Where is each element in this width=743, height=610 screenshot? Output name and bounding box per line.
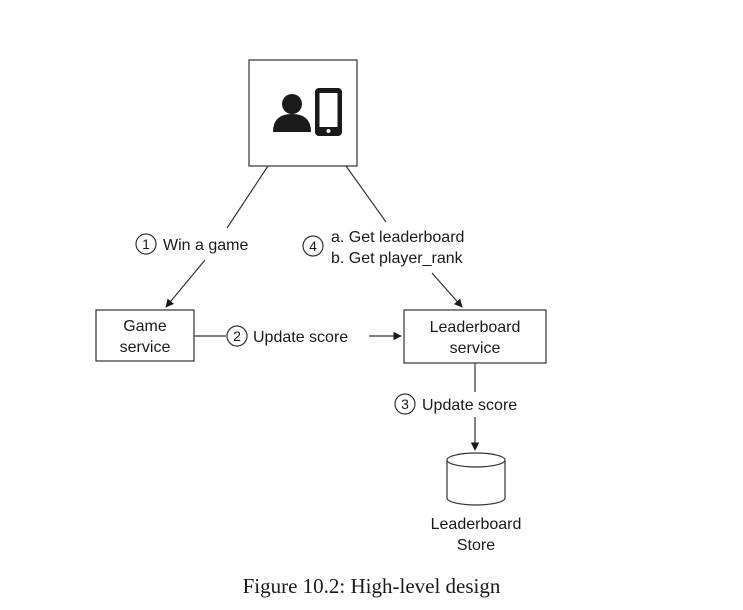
edge-update-score-service: 2 Update score: [194, 325, 402, 347]
step-2-number: 2: [233, 328, 241, 344]
high-level-design-diagram: Game service Leaderboard service Leaderb…: [95, 59, 547, 554]
edge-get-leaderboard: 4 a. Get leaderboard b. Get player_rank: [302, 165, 464, 308]
step-1-circle: [135, 233, 157, 255]
client-node: [248, 59, 358, 167]
leaderboard-service-node: Leaderboard service: [403, 309, 547, 364]
step-4-circle: [302, 235, 324, 257]
game-service-label-line2: service: [120, 339, 171, 356]
leaderboard-store-label-line1: Leaderboard: [431, 516, 522, 533]
step-4-label-b: b. Get player_rank: [331, 250, 464, 267]
database-icon: [446, 452, 506, 506]
step-3-number: 3: [401, 396, 409, 412]
leaderboard-store-node: Leaderboard Store: [431, 452, 522, 554]
leaderboard-store-label-line2: Store: [457, 537, 495, 554]
phone-icon: [315, 88, 342, 136]
step-2-circle: [226, 325, 248, 347]
step-2-label: Update score: [253, 329, 348, 346]
leaderboard-service-label-line1: Leaderboard: [430, 319, 521, 336]
step-3-circle: [394, 393, 416, 415]
edge-update-score-store: 3 Update score: [394, 363, 517, 451]
game-service-node: Game service: [95, 309, 195, 362]
step-1-number: 1: [142, 236, 150, 252]
leaderboard-service-label-line2: service: [450, 340, 501, 357]
figure-caption: Figure 10.2: High-level design: [242, 574, 501, 598]
step-1-label: Win a game: [163, 237, 248, 254]
edge-win-game: 1 Win a game: [135, 165, 269, 308]
game-service-label-line1: Game: [123, 318, 167, 335]
user-icon: [273, 94, 311, 132]
step-4-number: 4: [309, 238, 317, 254]
step-4-label-a: a. Get leaderboard: [331, 229, 464, 246]
step-3-label: Update score: [422, 397, 517, 414]
